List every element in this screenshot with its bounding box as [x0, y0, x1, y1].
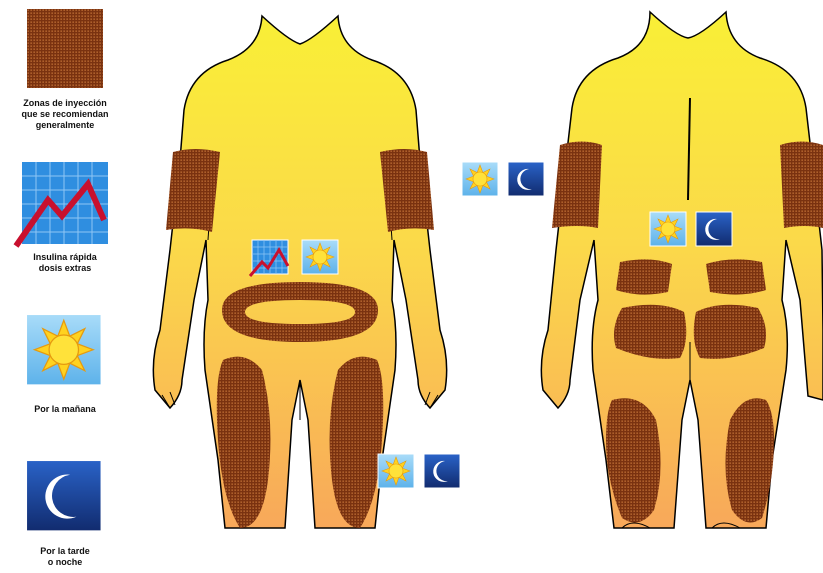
- back-arm-sun-icon: [462, 162, 498, 196]
- back-waist-moon-icon: [696, 212, 732, 246]
- legend-label-morning: Por la mañana: [3, 404, 127, 415]
- back-body-figure: [541, 12, 823, 528]
- legend-label-rapid-insulin: Insulina rápida dosis extras: [3, 252, 127, 274]
- legend-chart-icon: [16, 162, 108, 246]
- front-thigh-moon-icon: [424, 454, 460, 488]
- front-abdomen-chart-icon: [250, 240, 288, 276]
- back-flank-zone-right: [706, 259, 766, 294]
- back-upper-arm-zone-left: [552, 142, 602, 229]
- front-upper-arm-zone-left: [166, 149, 220, 232]
- back-buttock-zone-right: [694, 305, 766, 359]
- front-body-figure: [153, 16, 446, 528]
- back-upper-arm-zone-right: [780, 142, 823, 229]
- front-upper-arm-zone-right: [380, 149, 434, 232]
- back-flank-zone-left: [616, 259, 672, 294]
- injection-zone-swatch: [27, 9, 103, 88]
- legend-moon-icon: [26, 460, 102, 531]
- legend-label-injection-zones: Zonas de inyección que se recomiendan ge…: [3, 98, 127, 131]
- back-buttock-zone-left: [614, 305, 686, 359]
- back-waist-sun-icon: [650, 212, 686, 246]
- front-abdomen-sun-icon: [302, 240, 338, 274]
- back-arm-moon-icon: [508, 162, 544, 196]
- front-thigh-sun-icon: [378, 454, 414, 488]
- legend-sun-icon: [26, 314, 102, 385]
- legend-label-evening: Por la tarde o noche: [3, 546, 127, 568]
